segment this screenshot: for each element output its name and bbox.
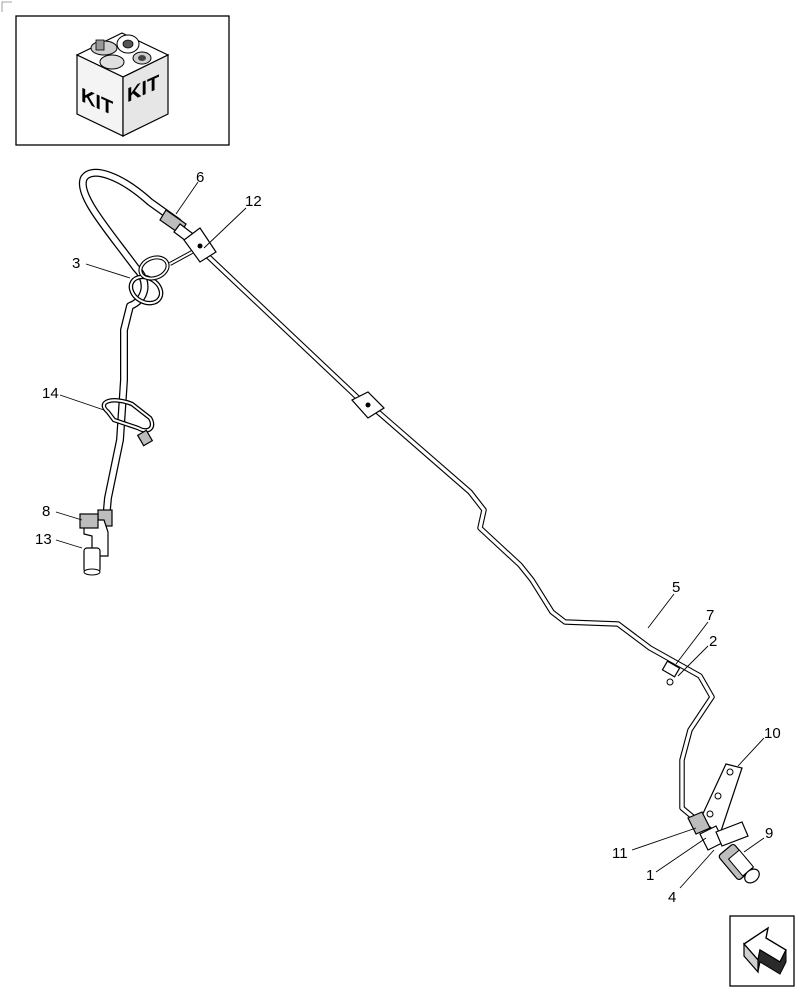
callout-9: 9: [765, 825, 773, 842]
callout-6: 6: [196, 169, 204, 186]
callout-13: 13: [35, 531, 52, 548]
callout-8: 8: [42, 503, 50, 520]
callout-5: 5: [672, 579, 680, 596]
leader-lines: [55, 181, 765, 889]
callout-4: 4: [668, 889, 676, 906]
junction-bracket: [169, 227, 217, 266]
flexible-hose: [78, 168, 197, 524]
callout-14: 14: [42, 385, 59, 402]
callout-10: 10: [764, 725, 781, 742]
callout-3: 3: [72, 255, 80, 272]
ring-clamp: [128, 255, 170, 306]
tube-clip: [661, 660, 681, 686]
next-page-arrow-icon[interactable]: [729, 915, 795, 987]
callouts: 6 12 3 14 8 13 5 7 2 10 9 11 1 4: [35, 169, 781, 906]
callout-12: 12: [245, 193, 262, 210]
callout-1: 1: [646, 867, 654, 884]
tube-clamp-bracket: [351, 391, 385, 419]
elbow-fitting: [79, 509, 113, 576]
callout-7: 7: [706, 607, 714, 624]
bulkhead-fitting: [687, 811, 760, 884]
kit-cube-icon: KIT KIT: [75, 32, 170, 137]
kit-frame: KIT KIT: [15, 15, 230, 146]
corner-mark: [1, 1, 12, 12]
steel-tube-line: [193, 242, 715, 821]
quick-coupler: [718, 843, 760, 884]
hose-clamp: [101, 398, 155, 447]
callout-2: 2: [709, 633, 717, 650]
callout-11: 11: [612, 845, 628, 862]
